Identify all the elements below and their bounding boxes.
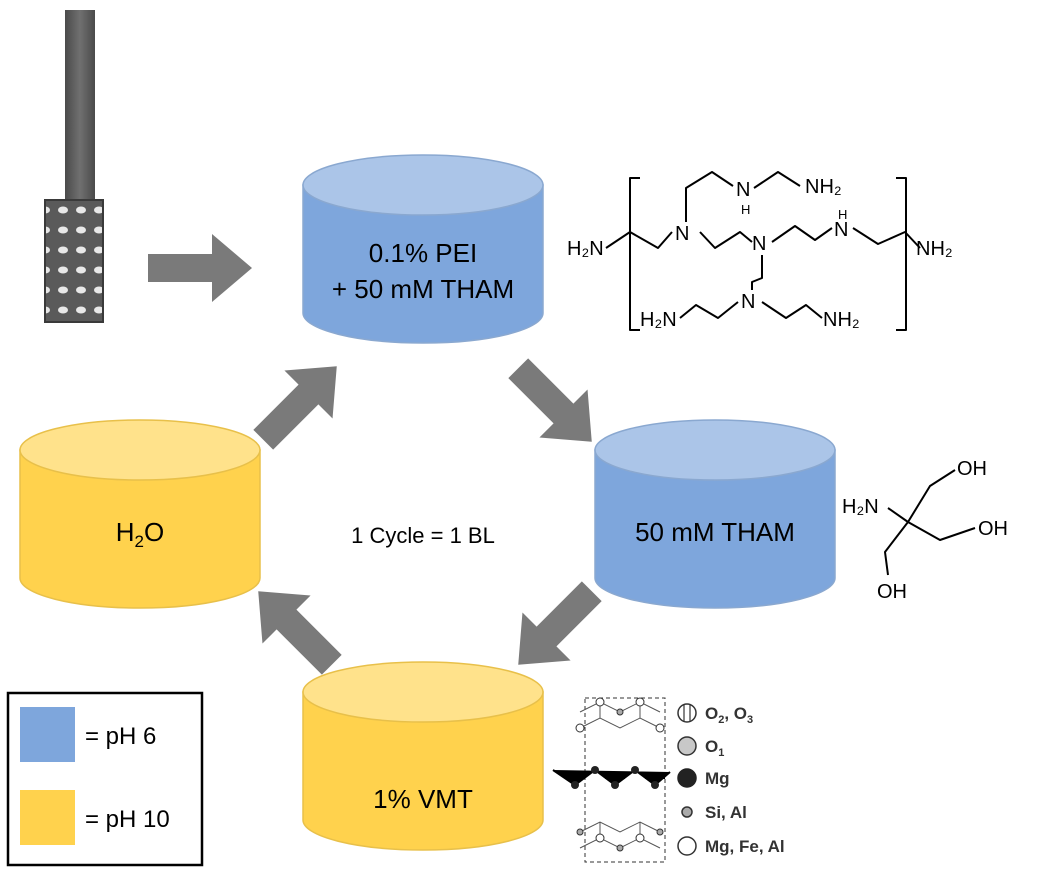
atom-legend-o2-o3-label: O2, O3 <box>705 704 753 726</box>
atom-legend-o1-label: O1 <box>705 737 724 759</box>
arrow-into-pei <box>148 234 252 302</box>
atom-legend-o1: O1 <box>677 736 724 759</box>
pei-nh2-bottom: NH₂ <box>823 309 860 331</box>
pei-n-3: N <box>834 219 848 241</box>
atom-legend-mg-fe-al: Mg, Fe, Al <box>677 836 785 856</box>
tham-oh-right: OH <box>978 518 1008 540</box>
substrate-rod <box>44 10 104 323</box>
pei-n-1: N <box>675 223 689 245</box>
beaker-pei-label-line1: 0.1% PEI <box>369 238 477 268</box>
pei-h-top: H <box>741 202 750 217</box>
pei-h-3: H <box>838 207 847 222</box>
cycle-label: 1 Cycle = 1 BL <box>351 523 495 548</box>
beaker-pei-label-line2: + 50 mM THAM <box>332 274 514 304</box>
arrow-tham-to-vmt <box>518 581 602 665</box>
ph-legend: = pH 6 = pH 10 <box>6 691 204 867</box>
tham-oh-bottom: OH <box>877 581 907 603</box>
vmt-crystal-structure <box>552 697 671 863</box>
tham-oh-top: OH <box>957 458 987 480</box>
process-arrows <box>148 234 602 675</box>
beaker-tham-label: 50 mM THAM <box>635 517 795 547</box>
vmt-atom-legend: O2, O3 O1 Mg Si, Al Mg, Fe, Al <box>677 703 785 856</box>
tham-structure: H₂N OH OH OH <box>842 458 1008 603</box>
beaker-water: H2O <box>19 419 261 609</box>
pei-n-top: N <box>736 179 750 201</box>
atom-legend-mg-label: Mg <box>705 769 730 788</box>
pei-n-bottom: N <box>741 291 755 313</box>
atom-legend-si-al: Si, Al <box>681 803 747 822</box>
atom-legend-mg-fe-al-label: Mg, Fe, Al <box>705 837 785 856</box>
ph-legend-swatch-ph6 <box>20 707 75 762</box>
ph-legend-swatch-ph10 <box>20 790 75 845</box>
pei-h2n-left: H₂N <box>567 238 604 260</box>
beaker-water-label: H2O <box>116 517 164 551</box>
ph-legend-label-ph10: = pH 10 <box>85 806 170 833</box>
beaker-tham: 50 mM THAM <box>594 419 836 609</box>
pei-nh2-right: NH₂ <box>916 238 953 260</box>
beaker-vmt-label: 1% VMT <box>373 784 473 814</box>
atom-legend-mg: Mg <box>677 768 730 788</box>
pei-h2n-bottom: H₂N <box>640 309 677 331</box>
atom-legend-si-al-label: Si, Al <box>705 803 747 822</box>
arrow-pei-to-tham <box>508 358 592 442</box>
arrow-vmt-to-water <box>258 591 342 675</box>
pei-structure: H₂N N N N H N H NH₂ NH₂ N H₂N NH₂ <box>567 171 953 331</box>
arrow-water-to-pei <box>253 366 337 450</box>
ph-legend-label-ph6: = pH 6 <box>85 723 156 750</box>
beaker-pei: 0.1% PEI + 50 mM THAM <box>302 154 544 344</box>
pei-n-2: N <box>752 233 766 255</box>
tham-h2n: H₂N <box>842 496 879 518</box>
atom-legend-o2-o3: O2, O3 <box>677 703 753 726</box>
pei-nh2-top: NH₂ <box>805 176 842 198</box>
beaker-vmt: 1% VMT <box>302 661 544 851</box>
